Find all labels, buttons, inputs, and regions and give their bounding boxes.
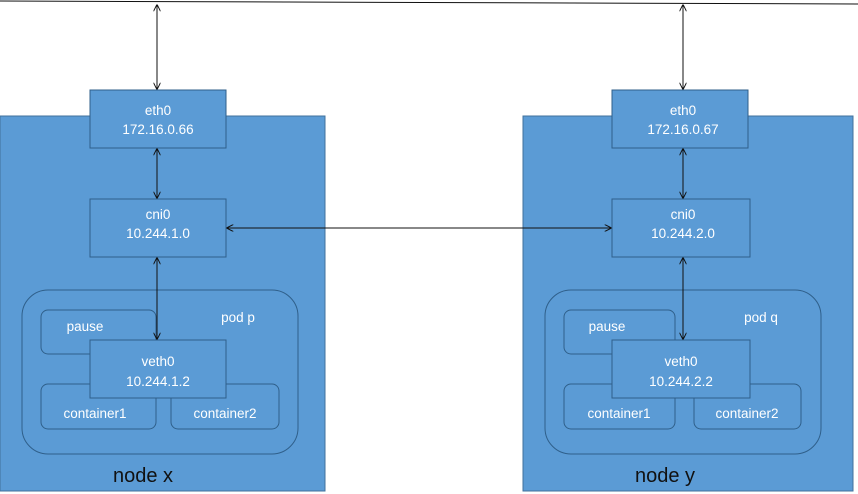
- node-x-cni0[interactable]: cni0 10.244.1.0: [89, 198, 227, 258]
- cni0-name: cni0: [146, 207, 171, 222]
- pod-label: pod p: [221, 310, 255, 325]
- container1-label: container1: [587, 406, 650, 421]
- cni0-ip: 10.244.2.0: [651, 226, 715, 241]
- pause-label: pause: [589, 319, 626, 334]
- eth0-name: eth0: [670, 103, 696, 118]
- pod-label: pod q: [744, 310, 778, 325]
- cni0-name: cni0: [671, 207, 696, 222]
- veth0-name: veth0: [664, 354, 697, 369]
- eth0-ip: 172.16.0.67: [647, 122, 718, 137]
- node-x-label: node x: [113, 465, 173, 487]
- external-network-line: [0, 0, 858, 5]
- node-x: eth0 172.16.0.66 cni0 10.244.1.0 pod p p…: [0, 5, 326, 492]
- node-x-eth0[interactable]: eth0 172.16.0.66: [89, 89, 227, 149]
- container2-label: container2: [193, 406, 256, 421]
- cni0-ip: 10.244.1.0: [126, 226, 190, 241]
- eth0-ip: 172.16.0.66: [122, 122, 193, 137]
- veth0[interactable]: veth0 10.244.2.2: [611, 339, 751, 399]
- eth0-name: eth0: [145, 103, 171, 118]
- veth0-ip: 10.244.1.2: [126, 374, 190, 389]
- node-y: eth0 172.16.0.67 cni0 10.244.2.0 pod q p…: [522, 5, 854, 492]
- veth0[interactable]: veth0 10.244.1.2: [89, 339, 227, 399]
- node-y-label: node y: [635, 465, 695, 487]
- node-y-pod: pod q pause container1 container2 veth0 …: [544, 289, 822, 455]
- veth0-ip: 10.244.2.2: [649, 374, 713, 389]
- pause-label: pause: [67, 319, 104, 334]
- node-y-box: [522, 115, 854, 492]
- container2-label: container2: [715, 406, 778, 421]
- node-y-eth0[interactable]: eth0 172.16.0.67: [611, 89, 749, 149]
- container1-label: container1: [63, 406, 126, 421]
- node-y-cni0[interactable]: cni0 10.244.2.0: [611, 198, 751, 258]
- node-x-box: [0, 115, 326, 492]
- veth0-name: veth0: [141, 354, 174, 369]
